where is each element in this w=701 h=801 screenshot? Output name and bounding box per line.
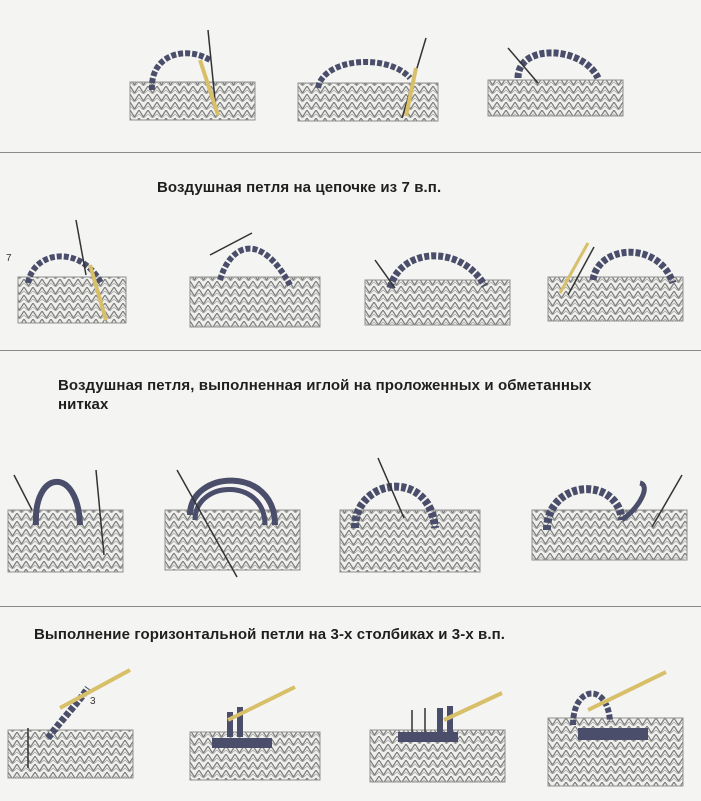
illustration-s2-step1 bbox=[7, 465, 124, 580]
section-divider bbox=[0, 350, 701, 351]
illustration-s2-step2 bbox=[164, 465, 301, 580]
illustration-s1-step4 bbox=[547, 235, 684, 323]
section-3-caption: Выполнение горизонтальной петли на 3-х с… bbox=[34, 626, 506, 643]
illustration-row1-step2 bbox=[297, 37, 439, 123]
section-divider bbox=[0, 606, 701, 607]
section-divider bbox=[0, 152, 701, 153]
illustration-s3-step3 bbox=[369, 688, 506, 784]
illustration-s3-step2 bbox=[189, 682, 321, 782]
section-1-caption: Воздушная петля на цепочке из 7 в.п. bbox=[157, 179, 442, 196]
illustration-s3-step4 bbox=[547, 670, 684, 788]
illustration-s1-step1: 7 bbox=[6, 215, 127, 327]
step-label: 3 bbox=[90, 696, 96, 707]
illustration-row1-step3 bbox=[487, 38, 624, 117]
illustration-s2-step3 bbox=[339, 457, 481, 576]
illustration-row1-step1 bbox=[129, 29, 256, 125]
illustration-s1-step3 bbox=[364, 238, 511, 328]
section-2-caption: Воздушная петля, выполненная иглой на пр… bbox=[58, 377, 592, 413]
illustration-s1-step2 bbox=[189, 225, 321, 330]
illustration-s2-step4 bbox=[531, 465, 688, 563]
step-label: 7 bbox=[6, 253, 12, 264]
illustration-s3-step1: 3 bbox=[7, 668, 134, 783]
